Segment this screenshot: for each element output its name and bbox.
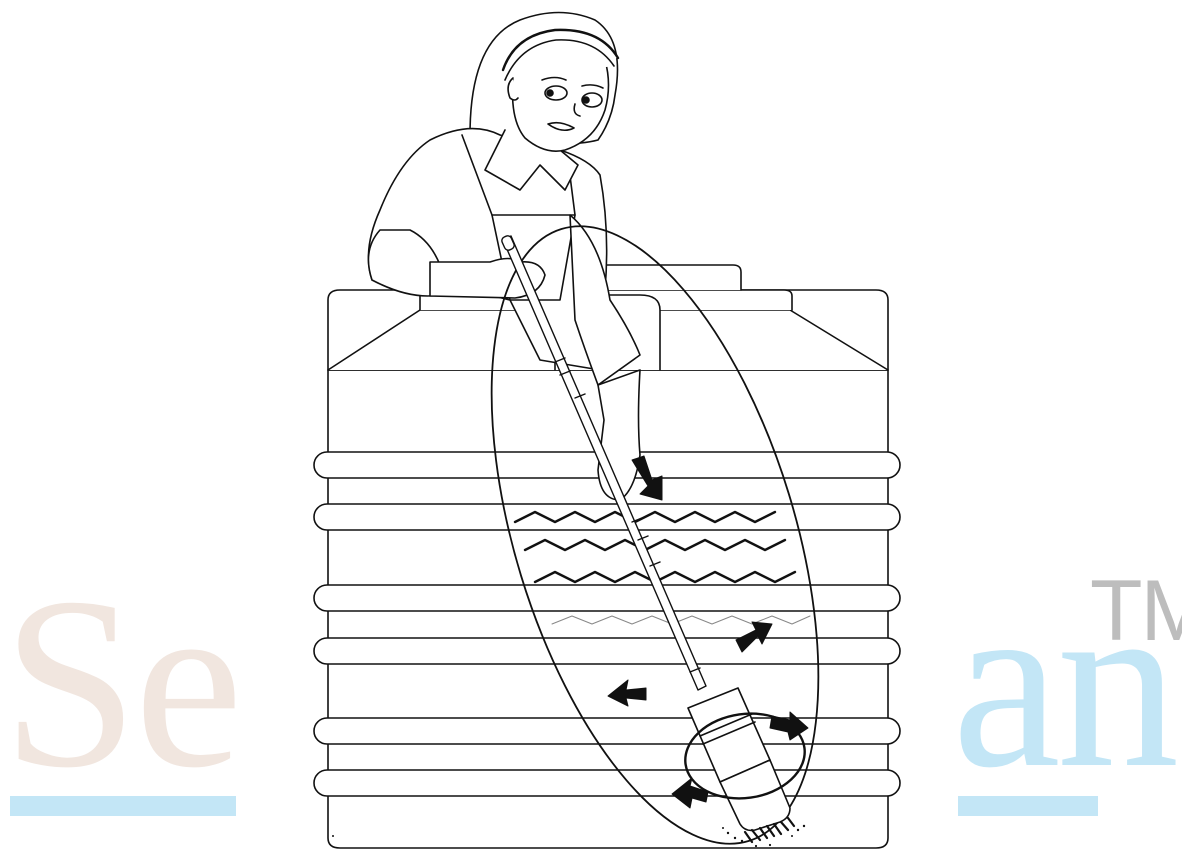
illustration-canvas: Se an TM — [0, 0, 1182, 850]
tank-cleaning-drawing — [0, 0, 1182, 850]
